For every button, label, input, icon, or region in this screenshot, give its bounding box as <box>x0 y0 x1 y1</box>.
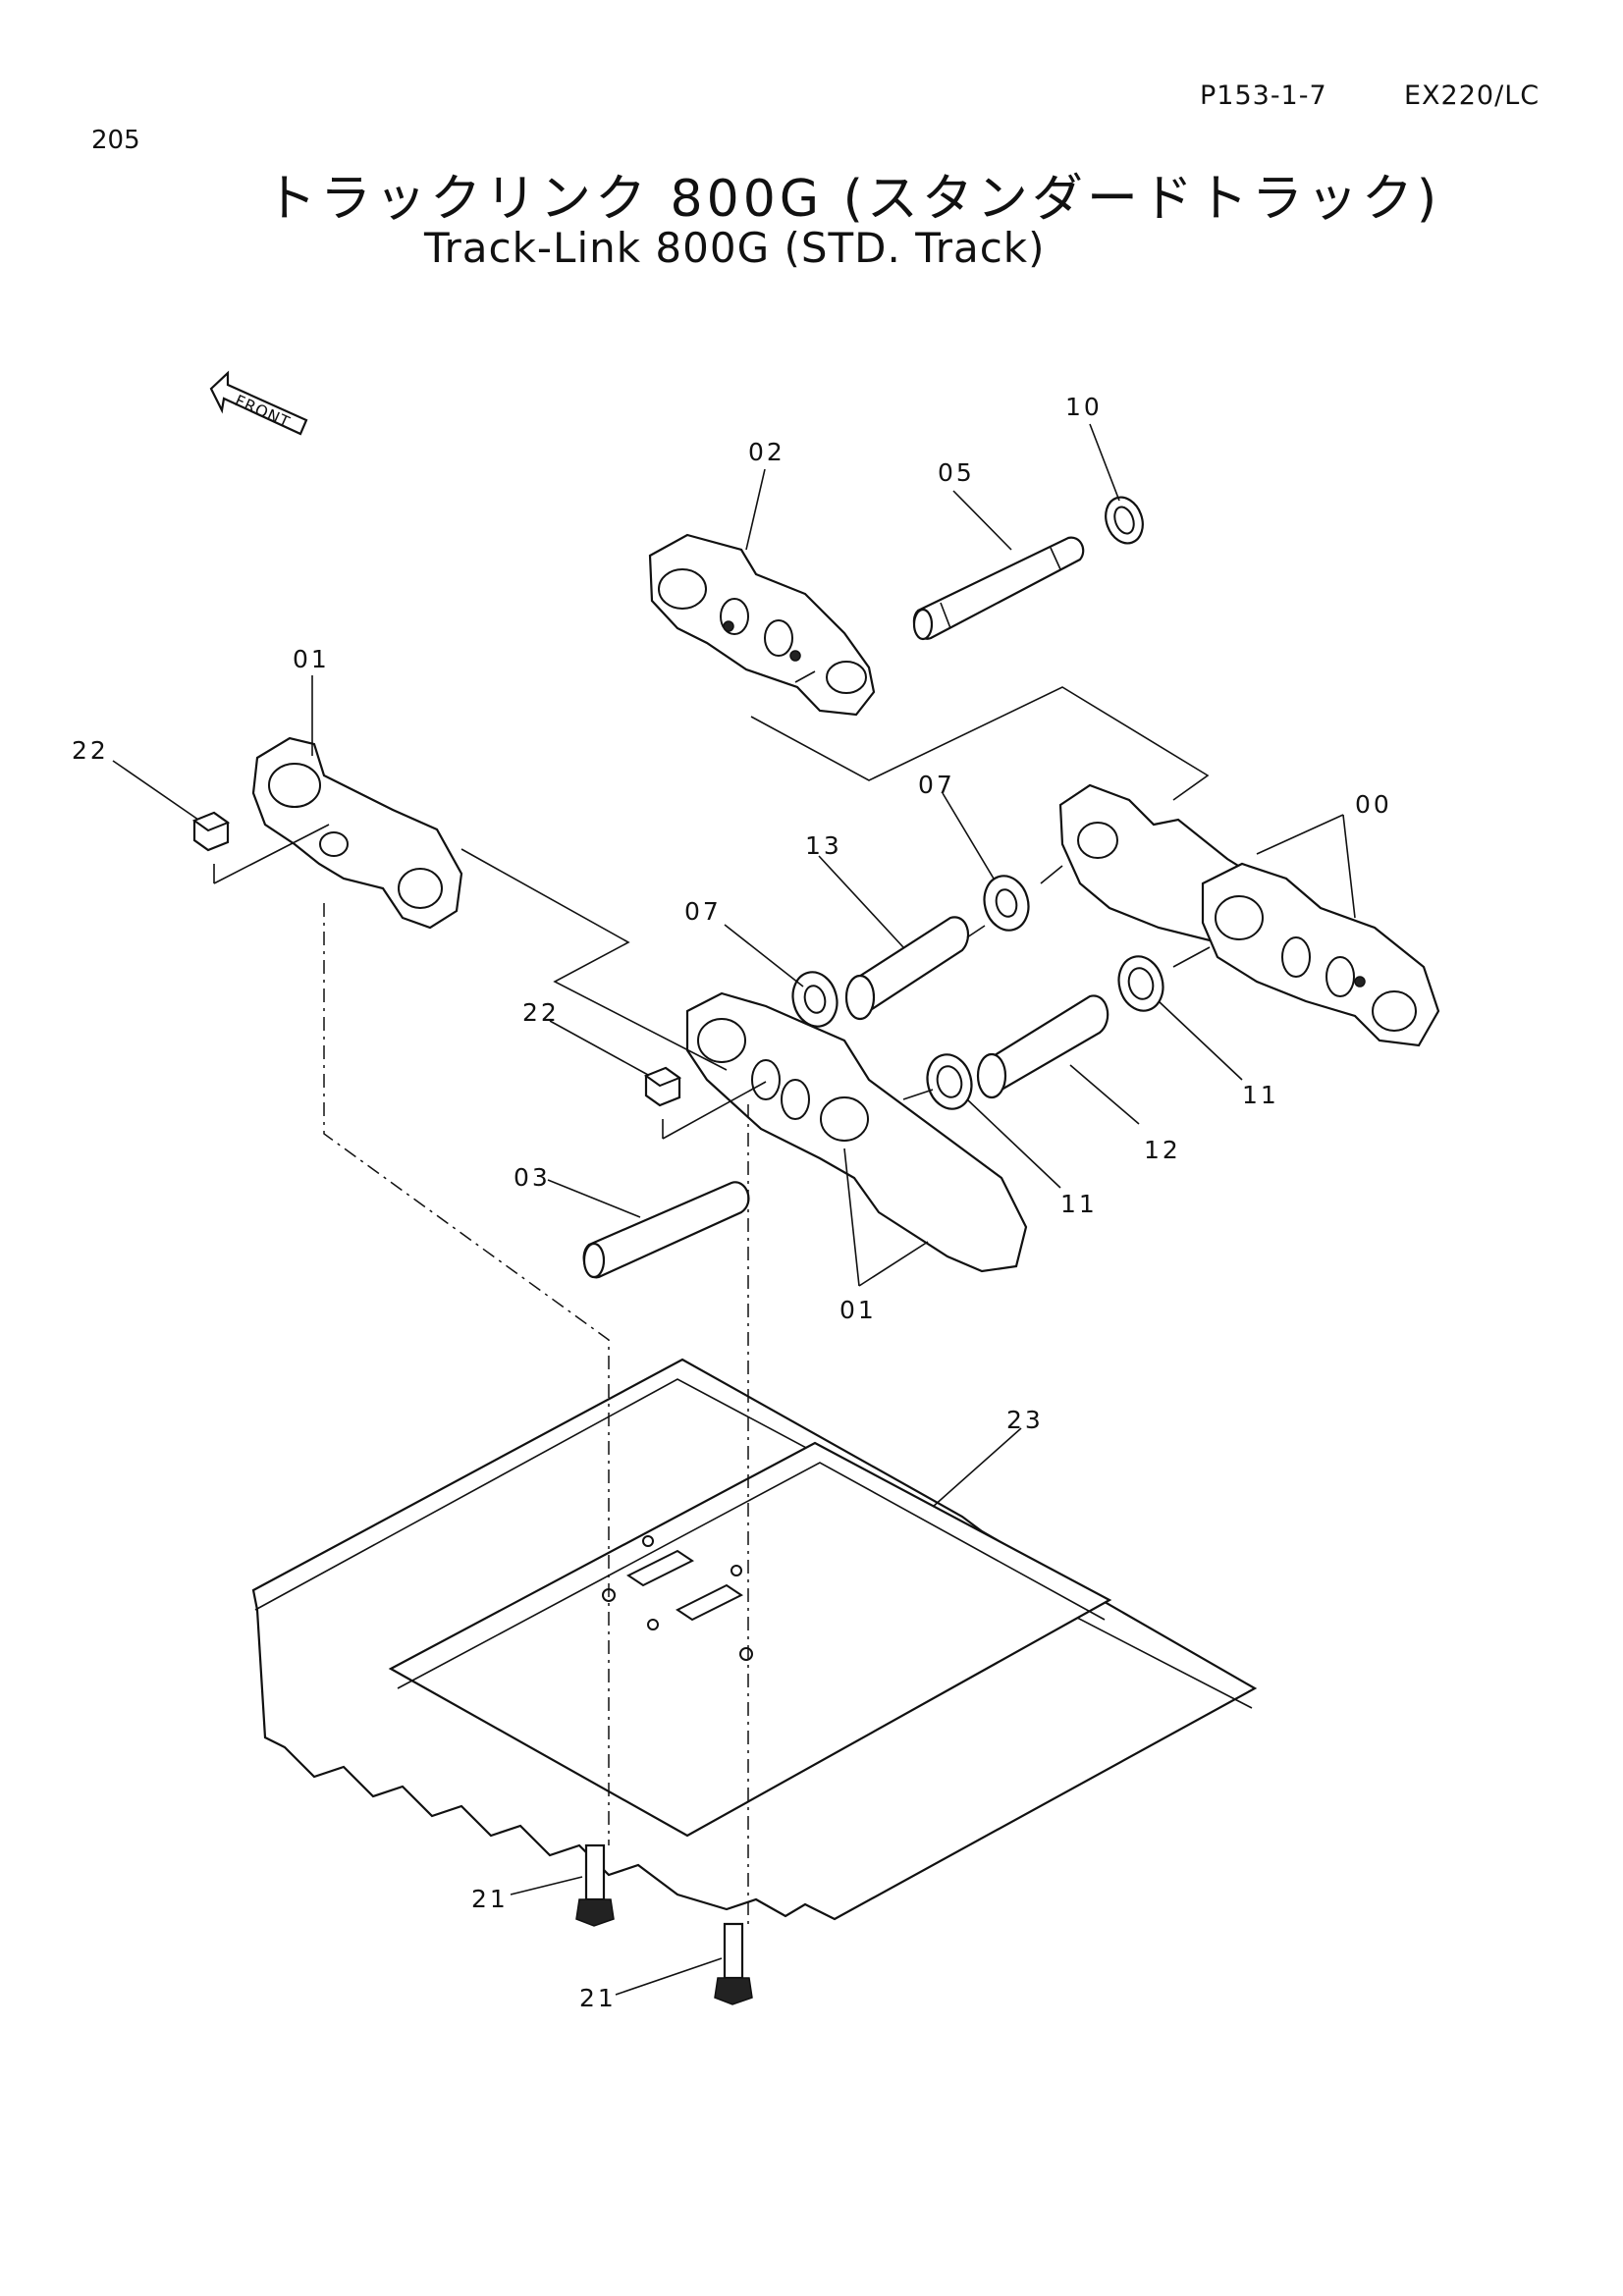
catalog-code: P153-1-7 <box>1200 80 1327 111</box>
leader-lines <box>112 423 1356 1996</box>
part-11-seal-right <box>1117 955 1164 1012</box>
part-22-nut-upper <box>191 811 231 852</box>
part-02-track-link <box>648 533 876 717</box>
callout-02: 02 <box>748 438 785 466</box>
part-07-spacer-lower <box>791 971 839 1028</box>
part-22-nut-lower <box>643 1066 682 1107</box>
callout-12: 12 <box>1144 1136 1181 1164</box>
part-00-link-assembly <box>1058 783 1440 1047</box>
part-11-seal-left <box>926 1053 973 1110</box>
part-21-bolt-lower <box>714 1922 753 2005</box>
callout-22-upper: 22 <box>72 736 109 765</box>
part-03-pin <box>582 1181 750 1279</box>
callout-00: 00 <box>1355 790 1392 819</box>
part-01-track-link-lower <box>685 991 1028 1273</box>
callout-11-left: 11 <box>1060 1190 1098 1218</box>
callout-22-lower: 22 <box>522 998 560 1027</box>
part-07-spacer-upper <box>983 875 1030 932</box>
callout-07-upper: 07 <box>918 771 955 799</box>
callout-23: 23 <box>1006 1406 1044 1434</box>
part-10-snap-ring <box>1105 496 1144 545</box>
page-number: 205 <box>91 126 140 155</box>
callout-13: 13 <box>805 831 842 860</box>
title-english: Track-Link 800G (STD. Track) <box>424 224 1046 272</box>
assembly-lines <box>213 670 1211 1924</box>
part-21-bolt-upper <box>575 1843 615 1927</box>
callout-labels: 00 01 01 02 03 05 07 07 10 11 11 12 13 2… <box>72 393 1392 2012</box>
callout-21-upper: 21 <box>471 1885 509 1913</box>
part-05-pin <box>912 536 1085 641</box>
callout-07-lower: 07 <box>684 897 722 926</box>
callout-01-upper: 01 <box>293 645 330 673</box>
model-code: EX220/LC <box>1404 80 1541 111</box>
callout-05: 05 <box>938 458 975 487</box>
title-japanese: トラックリンク 800G (スタンダードトラック) <box>265 170 1441 229</box>
callout-21-lower: 21 <box>579 1984 617 2012</box>
part-12-bushing <box>976 994 1109 1099</box>
part-23-track-shoe <box>251 1358 1258 1921</box>
front-arrow-icon: FRONT <box>209 370 308 436</box>
callout-03: 03 <box>514 1163 551 1192</box>
front-label: FRONT <box>232 391 293 432</box>
callout-10: 10 <box>1065 393 1103 421</box>
callout-11-right: 11 <box>1242 1081 1279 1109</box>
callout-01-lower: 01 <box>839 1296 877 1324</box>
part-13-bushing <box>844 916 970 1021</box>
part-01-track-link-upper <box>251 736 463 930</box>
